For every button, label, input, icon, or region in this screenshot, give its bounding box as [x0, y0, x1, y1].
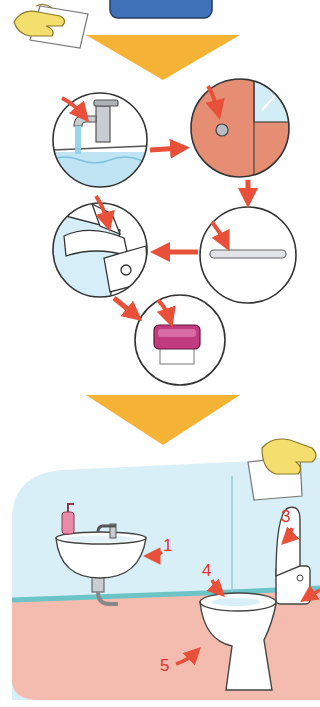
- callout-number: 5: [160, 657, 169, 675]
- bathroom-scene: [12, 439, 320, 700]
- flow-triangle: [86, 395, 240, 445]
- faucet-circle: [50, 93, 170, 192]
- door-circle: [190, 78, 294, 178]
- bottle: [110, 0, 212, 18]
- callout-number: 1: [163, 537, 172, 555]
- callout-number: 3: [281, 508, 290, 526]
- flow-triangle: [86, 35, 240, 80]
- handrail-circle: [200, 207, 296, 303]
- paper-holder-circle: [135, 295, 225, 385]
- callout-number: 4: [202, 562, 211, 580]
- leader-arrows: [150, 528, 320, 664]
- toilet-seat-circle: [50, 196, 148, 300]
- gloved-hand: [14, 4, 88, 48]
- flow-arrows: [114, 148, 248, 316]
